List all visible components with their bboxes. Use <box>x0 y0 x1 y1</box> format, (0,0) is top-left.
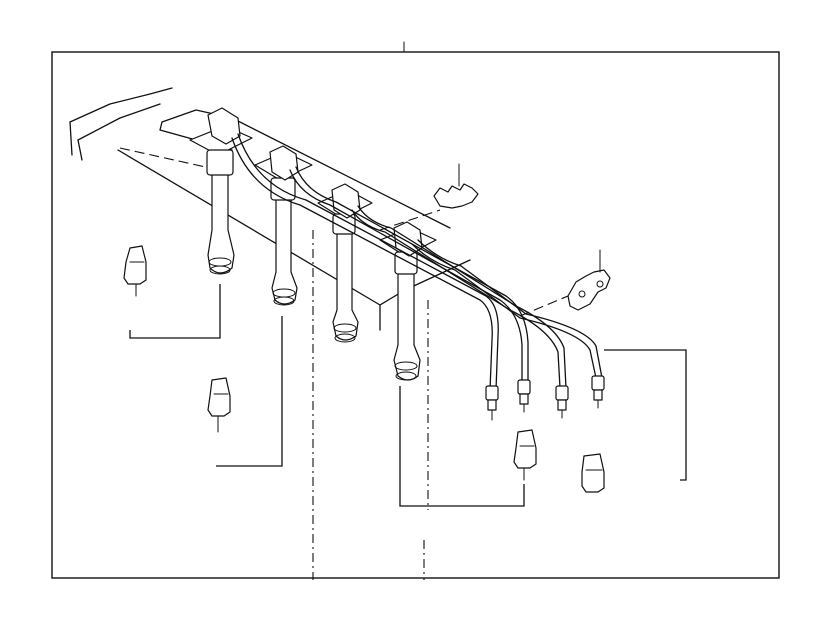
terminal-4 <box>591 375 605 409</box>
terminal-2 <box>517 379 531 413</box>
clamp-upper-leader <box>379 209 441 231</box>
plug-wire-2 <box>269 145 299 306</box>
diagram-frame <box>51 51 780 579</box>
spark-plug-boot-icon <box>123 245 147 297</box>
spark-plug-boot-icon <box>513 429 537 481</box>
distributor-terminals <box>485 375 605 421</box>
wire-clamp-upper <box>433 163 479 209</box>
spark-plug-boot-icon <box>581 453 605 493</box>
terminal-3 <box>555 385 569 419</box>
engine-head-outline <box>69 87 471 331</box>
clamp-lower-leader <box>519 295 569 317</box>
centerlines <box>312 230 429 580</box>
leader-lines <box>129 284 687 507</box>
wire-clamp-lower <box>567 249 611 311</box>
terminal-1 <box>485 385 499 421</box>
plug-wire-1 <box>206 107 241 275</box>
spark-plug-boot-icon <box>207 377 231 433</box>
